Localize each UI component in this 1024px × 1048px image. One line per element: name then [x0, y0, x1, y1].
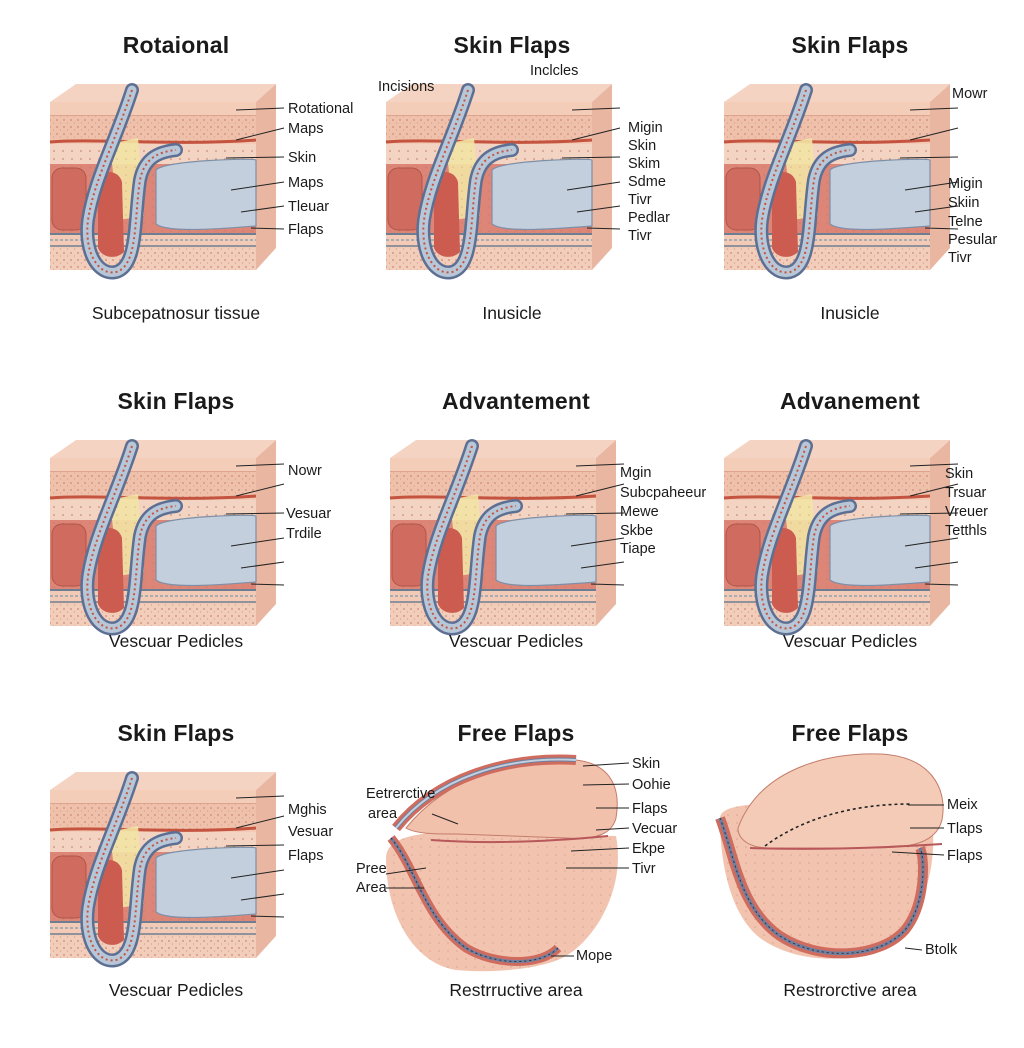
label: Tivr: [628, 192, 652, 208]
panel-advantement: Advantement Mgin Subcpaheeur Mewe Skbe T…: [346, 376, 706, 716]
label: Oohie: [632, 777, 671, 793]
label: Tivr: [632, 861, 656, 877]
label: Ekpe: [632, 841, 666, 857]
panel-caption: Inusicle: [482, 303, 542, 323]
panel-title: Free Flaps: [457, 720, 575, 746]
label: Telne: [948, 214, 983, 230]
label: Mewe: [620, 504, 659, 520]
label: Skiin: [948, 195, 980, 211]
label: Vesuar: [286, 506, 332, 522]
label: Tivr: [628, 228, 652, 244]
label: Flaps: [632, 801, 668, 817]
label: Skim: [628, 156, 661, 172]
label: Mgin: [620, 465, 652, 481]
panel-skin-flaps-3: Skin Flaps Nowr Vesuar Trdile Vescuar Pe…: [6, 376, 346, 716]
label: Maps: [288, 175, 324, 191]
label: Maps: [288, 121, 324, 137]
panel-caption: Restrructive area: [449, 980, 583, 1000]
panel-title: Skin Flaps: [791, 32, 909, 58]
free-flap-illustration: [680, 708, 1020, 1048]
panel-skin-flaps-1: Skin Flaps Incisions Inclcles Migin Skin…: [342, 20, 682, 360]
label: area: [368, 806, 398, 822]
label: Tiape: [620, 541, 656, 557]
panel-caption: Vescuar Pedicles: [782, 631, 918, 651]
label: Inclcles: [530, 63, 579, 79]
block-illustration: [680, 376, 1020, 716]
panel-skin-flaps-4: Skin Flaps Mghis Vesuar Flaps Vescuar Pe…: [6, 708, 346, 1048]
label: Flaps: [947, 848, 983, 864]
label: Incisions: [378, 79, 435, 95]
label: Vesuar: [288, 824, 334, 840]
panel-title: Advanement: [779, 388, 921, 414]
label: Meix: [947, 797, 978, 813]
panel-title: Skin Flaps: [453, 32, 571, 58]
label: Mowr: [952, 86, 988, 102]
panel-caption: Restrorctive area: [783, 980, 917, 1000]
block-illustration: [6, 376, 346, 716]
panel-caption: Inusicle: [820, 303, 880, 323]
panel-title: Skin Flaps: [117, 388, 235, 414]
label: Migin: [948, 176, 983, 192]
label: Rotational: [288, 101, 354, 117]
panel-caption: Subcepatnosur tissue: [91, 303, 261, 323]
label: Mghis: [288, 802, 327, 818]
label: Subcpaheeur: [620, 485, 707, 501]
label: Vecuar: [632, 821, 678, 837]
label: Mope: [576, 948, 613, 964]
panel-title: Skin Flaps: [117, 720, 235, 746]
panel-free-flaps-2: Free Flaps Meix Tlaps Flaps Btolk Restro…: [680, 708, 1020, 1048]
label: Eetrerctive: [366, 786, 436, 802]
label: Vreuer: [945, 504, 988, 520]
label: Area: [356, 880, 387, 896]
free-flap-illustration: [346, 708, 630, 1048]
label: Skin: [945, 466, 974, 482]
label: Pree: [356, 861, 387, 877]
label: Nowr: [288, 463, 322, 479]
label: Flaps: [288, 848, 324, 864]
panel-caption: Vescuar Pedicles: [108, 631, 244, 651]
label: Btolk: [925, 942, 958, 958]
panel-skin-flaps-2: Skin Flaps Mowr Migin Skiin Telne Pesula…: [680, 20, 1020, 360]
label: Migin: [628, 120, 663, 136]
label: Trdile: [286, 526, 322, 542]
label: Skin: [628, 138, 657, 154]
label: Skbe: [620, 523, 654, 539]
label: Flaps: [288, 222, 324, 238]
panel-title: Rotaional: [122, 32, 230, 58]
panel-advanement: Advanement Skin Trsuar Vreuer Tetthls Ve…: [680, 376, 1020, 716]
label: Tleuar: [288, 199, 330, 215]
label: Pesular: [948, 232, 998, 248]
label: Trsuar: [945, 485, 987, 501]
label: Tlaps: [947, 821, 983, 837]
panel-caption: Vescuar Pedicles: [108, 980, 244, 1000]
panel-free-flaps-1: Free Flaps Eetrerctive area Skin Oohie F…: [346, 708, 686, 1048]
label: Tivr: [948, 250, 972, 266]
panel-rotational: Rotaional Rotational Maps Skin Maps Tleu…: [6, 20, 353, 360]
panel-title: Free Flaps: [791, 720, 909, 746]
label: Tetthls: [945, 523, 987, 539]
label: Skin: [632, 756, 661, 772]
label: Sdme: [628, 174, 666, 190]
label: Skin: [288, 150, 317, 166]
panel-title: Advantement: [442, 388, 590, 414]
label: Pedlar: [628, 210, 670, 226]
panel-caption: Vescuar Pedicles: [448, 631, 584, 651]
